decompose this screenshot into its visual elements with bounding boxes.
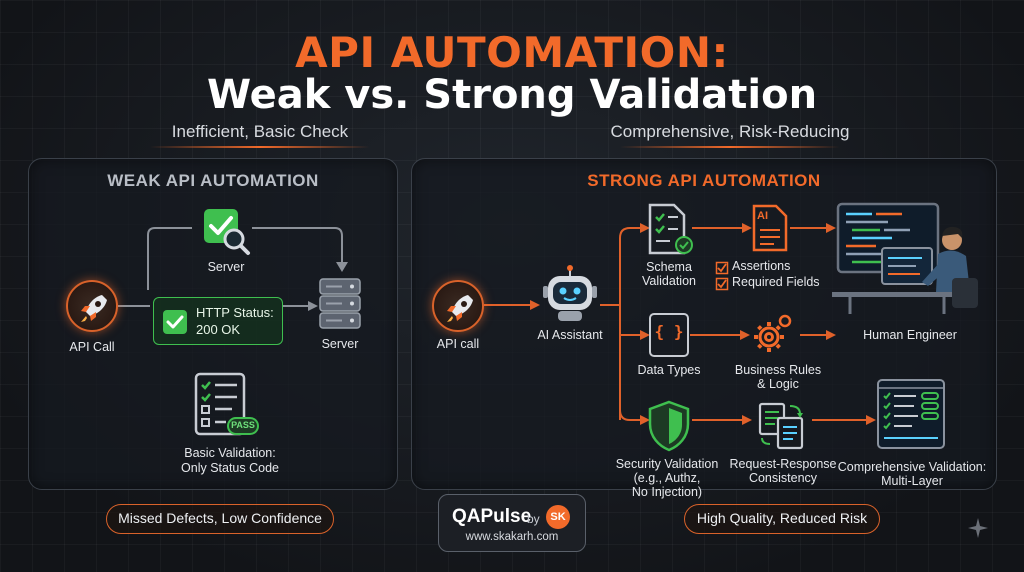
brand-badge: SK [546,505,570,529]
basic-validation-line1: Basic Validation: [184,446,276,460]
strong-panel-title: STRONG API AUTOMATION [587,171,821,190]
main-title-line1: API AUTOMATION: [295,28,729,77]
schema-doc-icon [646,203,694,255]
robot-icon [540,264,600,324]
request-response-docs-icon [756,400,806,450]
server-top-label: Server [207,260,245,274]
brand-by: by [527,512,540,526]
left-subtitle-underline [150,146,370,148]
business-rules-line2: & Logic [757,377,799,391]
weak-panel-title: WEAK API AUTOMATION [107,171,319,190]
security-validation-line2: (e.g., Authz, [633,471,701,485]
schema-validation-line2: Validation [642,274,696,288]
http-status-box [153,297,283,345]
request-response-line1: Request-Response [729,457,837,471]
http-status-line2: 200 OK [196,322,241,337]
api-call-label: API Call [69,340,115,354]
assertions-label: Assertions [732,259,791,273]
main-title-line2: Weak vs. Strong Validation [206,72,818,118]
ai-assistant-label: AI Assistant [537,328,603,342]
schema-validation-line1: Schema [646,260,692,274]
comprehensive-validation-line1: Comprehensive Validation: [837,460,987,474]
api-call-right-label: API call [436,337,480,351]
required-fields-checkbox-icon [715,277,729,291]
comprehensive-validation-line2: Multi-Layer [881,474,943,488]
ai-document-icon [752,204,788,252]
comprehensive-validation-screen-icon [876,378,946,450]
api-call-rocket-icon [66,280,118,332]
checklist-pass-icon [192,372,262,438]
http-status-line1: HTTP Status: [196,305,274,320]
assertions-checkbox-icon [715,261,729,275]
right-subtitle-underline [620,146,840,148]
gears-icon [750,311,796,357]
pass-badge-text: PASS [231,420,255,430]
brand-name: QAPulse [452,506,532,527]
braces-icon [649,313,689,357]
security-validation-line1: Security Validation [615,457,719,471]
braces-text: { } [654,322,684,341]
security-validation-line3: No Injection) [631,485,703,499]
data-types-label: Data Types [637,363,701,377]
human-engineer-illustration [832,200,982,315]
request-response-line2: Consistency [748,471,818,485]
server-check-magnifier-icon [200,205,252,257]
ai-document-text: AI [757,210,768,222]
right-subtitle: Comprehensive, Risk-Reducing [610,122,850,141]
required-fields-label: Required Fields [732,275,820,289]
business-rules-line1: Business Rules [734,363,822,377]
server-right-label: Server [321,337,359,351]
weak-footer-pill: Missed Defects, Low Confidence [106,504,334,534]
strong-footer-pill: High Quality, Reduced Risk [684,504,880,534]
security-shield-icon [646,400,692,452]
api-call-rocket-icon-right [432,280,484,332]
sparkle-icon [968,518,988,538]
server-rack-icon [318,277,362,331]
left-subtitle: Inefficient, Basic Check [171,122,349,141]
human-engineer-label: Human Engineer [863,328,957,342]
status-check-icon [162,309,188,335]
brand-url[interactable]: www.skakarh.com [465,531,559,543]
basic-validation-line2: Only Status Code [181,461,279,475]
